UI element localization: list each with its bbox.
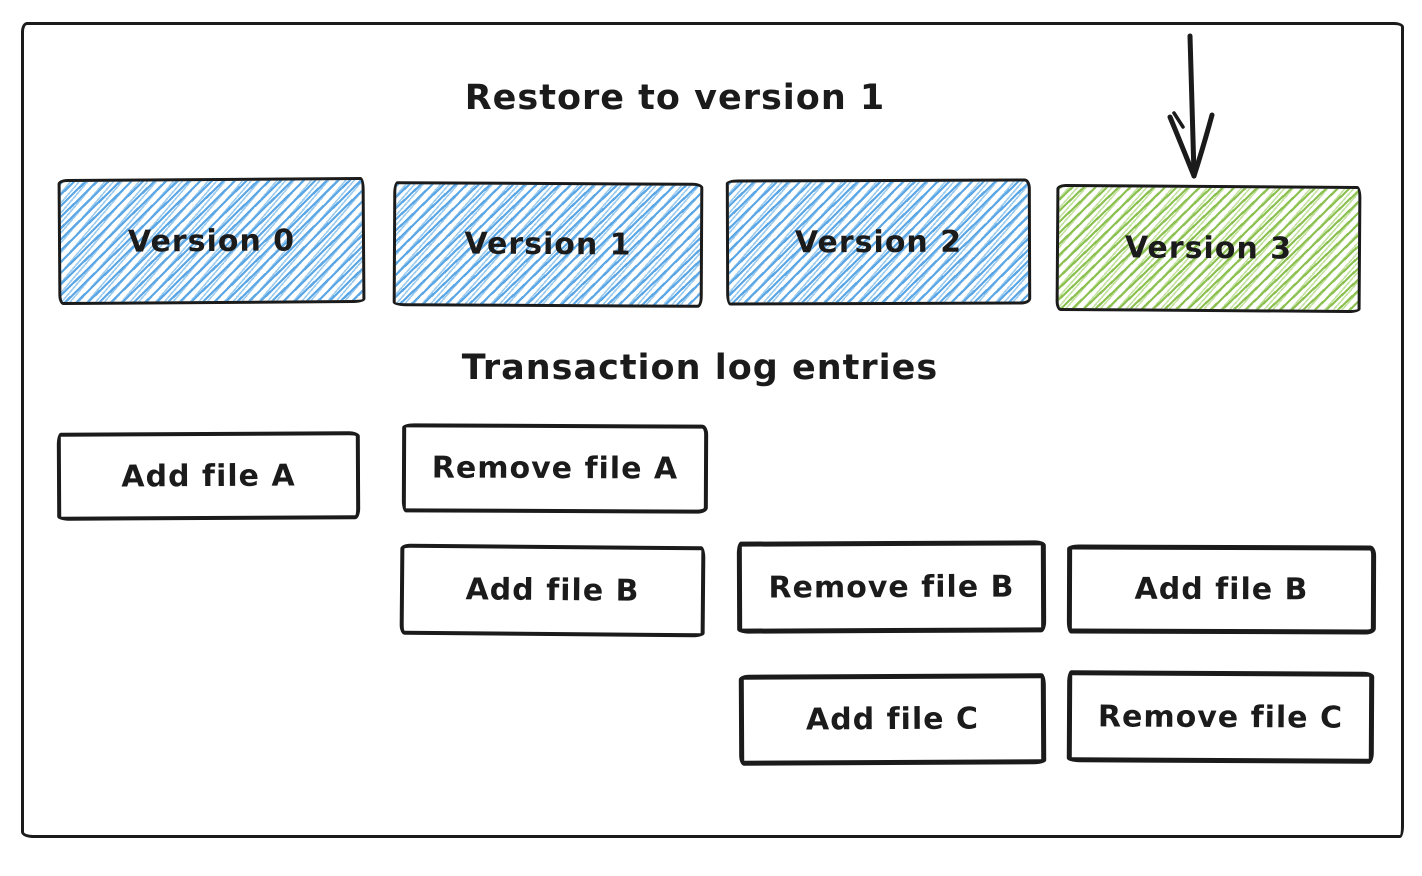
log-entry-label: Remove file A [431,450,679,487]
log-section-title: Transaction log entries [461,348,939,388]
log-entry-label: Remove file C [1097,698,1344,736]
version-3-label: Version 3 [1124,230,1293,267]
log-entry-remove-file-a: Remove file A [401,423,709,514]
log-entry-add-file-b: Add file B [399,543,706,638]
down-arrow-icon [1155,30,1227,182]
log-entry-add-file-b-2: Add file B [1066,544,1377,635]
log-entry-remove-file-c: Remove file C [1066,670,1375,764]
version-0-box: Version 0 [57,176,366,306]
version-0-label: Version 0 [127,222,296,260]
log-entry-add-file-c: Add file C [738,673,1047,766]
version-1-box: Version 1 [392,181,704,308]
log-entry-label: Remove file B [768,568,1015,606]
log-entry-remove-file-b: Remove file B [736,540,1047,634]
outer-frame [21,22,1404,838]
version-2-box: Version 2 [725,178,1032,306]
log-entry-label: Add file B [1134,571,1309,608]
log-entry-add-file-a: Add file A [56,431,361,521]
log-entry-label: Add file C [805,701,980,738]
log-entry-label: Add file B [465,572,640,609]
log-entry-label: Add file A [121,458,296,494]
version-3-box: Version 3 [1055,183,1362,314]
version-1-label: Version 1 [464,226,632,263]
version-2-label: Version 2 [794,224,963,260]
diagram-title: Restore to version 1 [464,78,886,118]
